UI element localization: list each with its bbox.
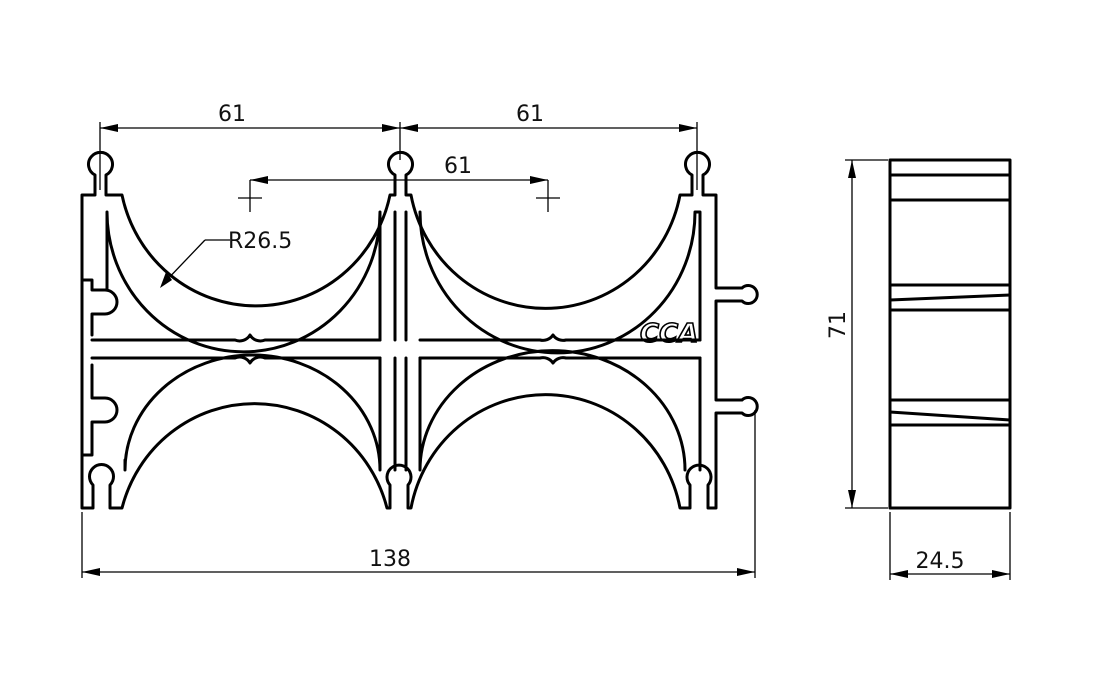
side-body	[888, 158, 1012, 510]
dim-side-height: 71	[826, 311, 851, 339]
dim-side-depth: 24.5	[916, 549, 965, 574]
dim-top-left-pitch: 61	[218, 102, 246, 127]
center-web-top	[90, 333, 702, 343]
side-dimensions: 71 24.5	[826, 159, 1011, 580]
dim-radius: R26.5	[228, 229, 292, 254]
lower-right-ring-inner	[418, 349, 702, 472]
center-vertical-web	[393, 210, 408, 472]
dim-top-right-pitch: 61	[516, 102, 544, 127]
logo-mark: CCA	[640, 319, 698, 349]
front-view: CCA	[80, 150, 759, 510]
side-view	[888, 158, 1012, 510]
front-dimensions: 61 61 61 R26.5 138	[81, 102, 756, 578]
left-notch-bottom	[80, 363, 119, 457]
outer-profile	[80, 150, 759, 510]
dim-overall-width: 138	[369, 547, 411, 572]
dim-middle-pitch: 61	[444, 154, 472, 179]
lower-left-ring-inner	[123, 353, 382, 472]
left-notch-top	[80, 278, 119, 337]
